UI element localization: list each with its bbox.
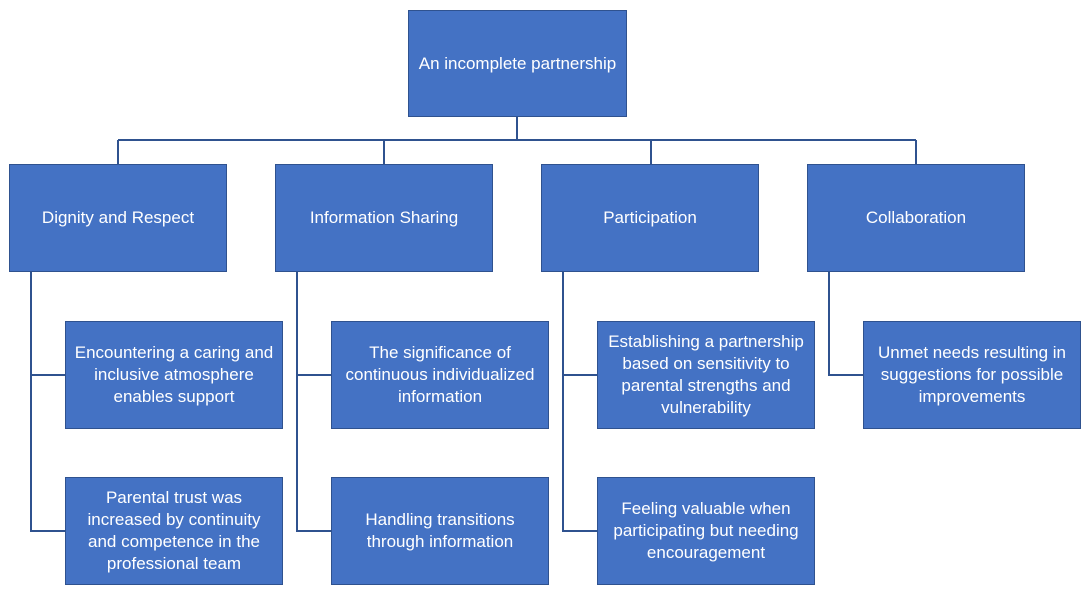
subtheme-node-caring-atmosphere: Encountering a caring and inclusive atmo…	[65, 321, 283, 429]
subtheme-node-unmet-needs: Unmet needs resulting in suggestions for…	[863, 321, 1081, 429]
subtheme-node-label: Parental trust was increased by continui…	[87, 488, 261, 573]
theme-node-label: Collaboration	[865, 208, 967, 227]
connector-spine-3	[562, 272, 597, 532]
root-node-label: An incomplete partnership	[418, 53, 617, 73]
connector-spine-2	[296, 272, 331, 532]
subtheme-node-handling-transitions: Handling transitions through information	[331, 477, 549, 585]
subtheme-node-establishing-partnership: Establishing a partnership based on sens…	[597, 321, 815, 429]
connector-spine-4	[828, 272, 863, 376]
theme-node-label: Information Sharing	[309, 208, 459, 227]
theme-node-participation: Participation	[541, 164, 759, 272]
subtheme-node-parental-trust: Parental trust was increased by continui…	[65, 477, 283, 585]
subtheme-node-label: Encountering a caring and inclusive atmo…	[74, 343, 274, 406]
subtheme-node-label: Feeling valuable when participating but …	[613, 499, 799, 562]
theme-node-dignity-and-respect: Dignity and Respect	[9, 164, 227, 272]
subtheme-node-label: Establishing a partnership based on sens…	[608, 332, 804, 417]
theme-node-label: Dignity and Respect	[41, 208, 195, 227]
subtheme-node-label: Handling transitions through information	[365, 510, 515, 551]
root-node: An incomplete partnership	[408, 10, 627, 117]
subtheme-node-continuous-information: The significance of continuous individua…	[331, 321, 549, 429]
connector-spine-1	[30, 272, 65, 532]
subtheme-node-label: Unmet needs resulting in suggestions for…	[877, 343, 1067, 406]
theme-node-information-sharing: Information Sharing	[275, 164, 493, 272]
subtheme-node-label: The significance of continuous individua…	[345, 343, 535, 406]
subtheme-node-feeling-valuable: Feeling valuable when participating but …	[597, 477, 815, 585]
theme-node-label: Participation	[603, 208, 697, 227]
theme-node-collaboration: Collaboration	[807, 164, 1025, 272]
